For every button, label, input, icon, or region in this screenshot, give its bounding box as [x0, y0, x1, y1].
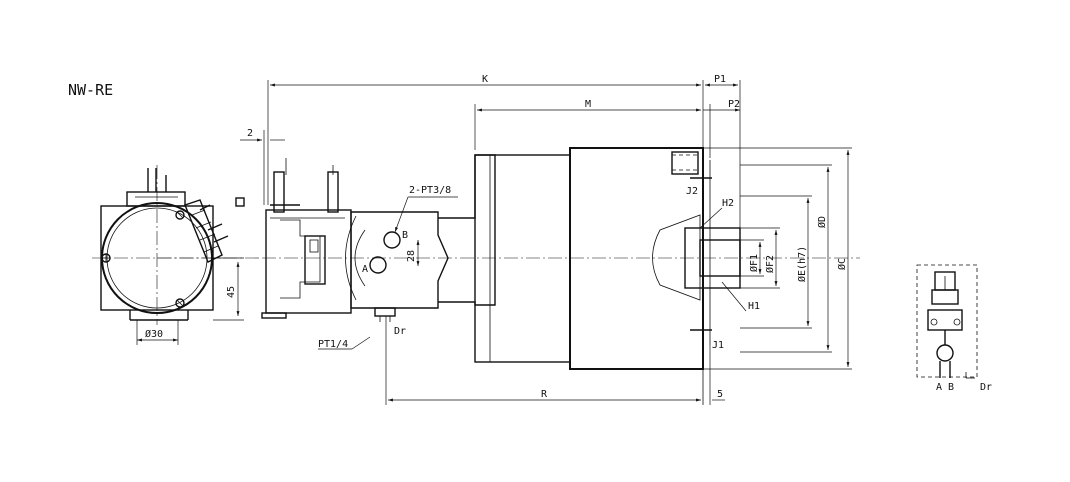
port-b: B — [402, 230, 408, 241]
dim-k: K — [482, 74, 488, 85]
pt14-label: PT1/4 — [318, 339, 348, 350]
schem-label-a: A — [936, 382, 942, 393]
hydraulic-schematic: A B Dr — [916, 264, 992, 393]
label-h2: H2 — [722, 198, 734, 209]
dr-label-main: Dr — [394, 326, 406, 337]
dim-5: 5 — [717, 389, 723, 400]
schem-label-b: B — [948, 382, 954, 393]
label-h1: H1 — [748, 301, 760, 312]
dim-of1: ØF1 — [748, 254, 760, 272]
dim-45: 45 — [226, 286, 237, 298]
port-a: A — [362, 264, 368, 275]
dim-p1: P1 — [714, 74, 726, 85]
label-j2: J2 — [686, 186, 698, 197]
dim-m: M — [585, 99, 591, 110]
dim-o30: Ø30 — [145, 328, 163, 340]
dim-oc: ØC — [836, 258, 848, 270]
dim-p2: P2 — [728, 99, 740, 110]
schem-label-dr: Dr — [980, 382, 992, 393]
label-j1: J1 — [712, 340, 724, 351]
pt38-label: 2-PT3/8 — [409, 185, 451, 196]
dim-r: R — [541, 389, 548, 400]
end-view: 45 Ø30 — [92, 165, 245, 345]
model-title: NW-RE — [68, 81, 113, 99]
dim-of2: ØF2 — [764, 255, 776, 273]
dim-2: 2 — [247, 128, 253, 139]
dim-oe: ØE(h7) — [796, 246, 808, 282]
dim-od: ØD — [816, 216, 828, 228]
dim-28: 28 — [406, 250, 417, 262]
side-view: B A 28 Dr PT1/4 2-PT3/8 J2 — [157, 74, 860, 405]
